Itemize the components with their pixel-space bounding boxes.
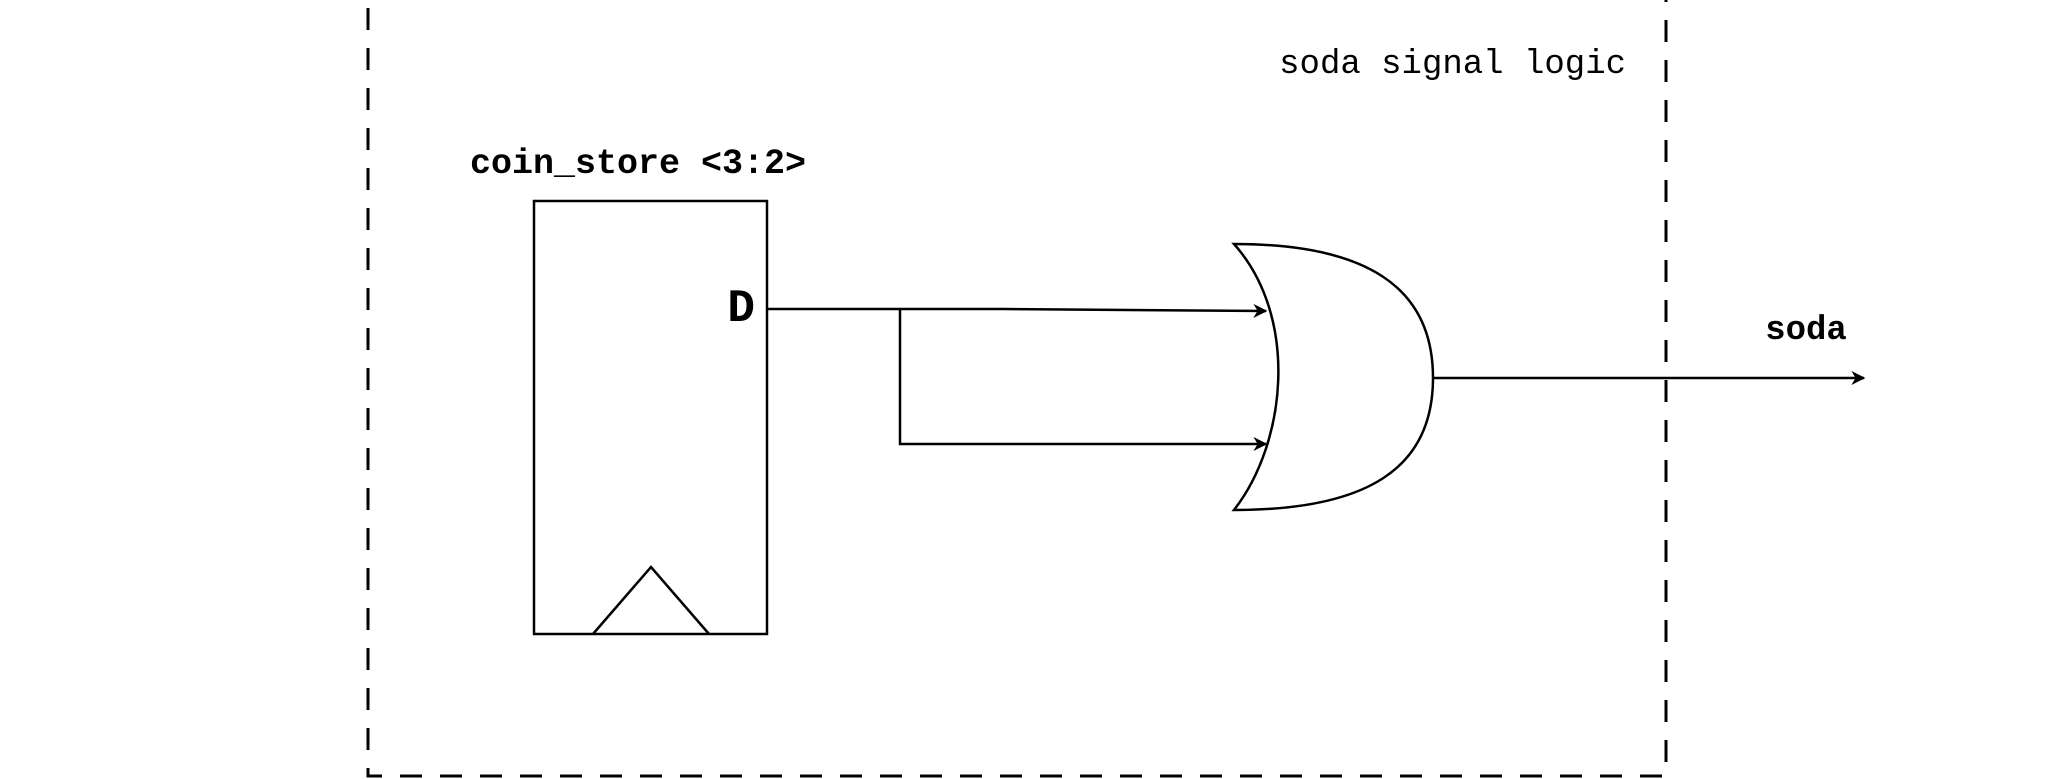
register-port-d: D xyxy=(727,283,755,335)
group-boundary xyxy=(366,0,1668,778)
or-gate xyxy=(1231,242,1435,512)
group-label: soda signal logic xyxy=(1279,46,1626,84)
wire-d-to-or-top xyxy=(767,303,1268,318)
output-label-soda: soda xyxy=(1765,312,1847,350)
wire-d-to-or-bottom xyxy=(898,309,1268,451)
register-label: coin_store <3:2> xyxy=(470,144,806,184)
register-box xyxy=(532,199,769,636)
clock-triangle-icon xyxy=(592,565,710,635)
